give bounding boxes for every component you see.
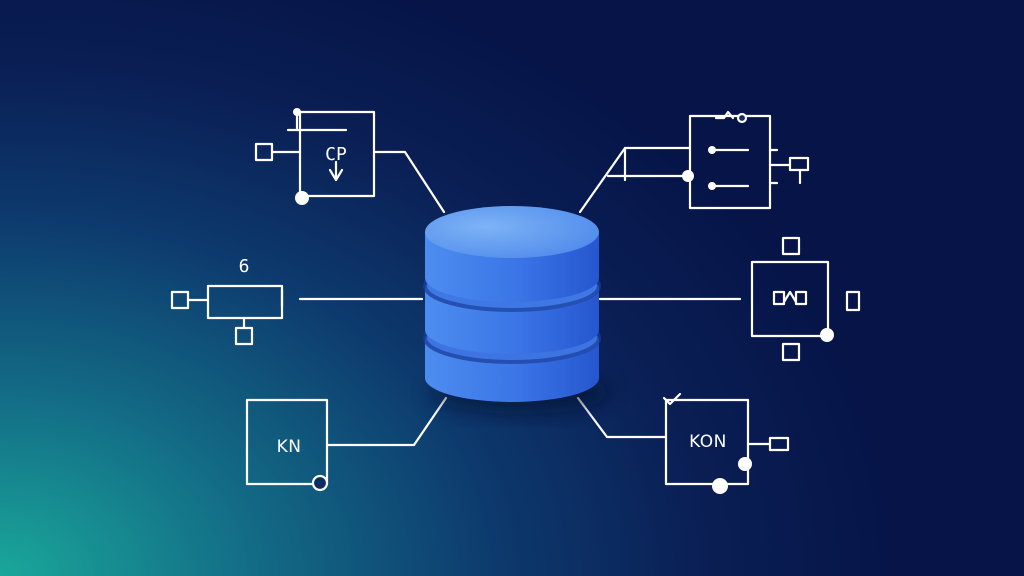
node-bottom-right: KON bbox=[662, 392, 790, 494]
node-mid-left-glyph: 6 bbox=[239, 256, 250, 277]
node-mid-right bbox=[750, 236, 861, 362]
node-top-left: CP bbox=[254, 108, 376, 205]
connector-lines bbox=[298, 146, 742, 447]
node-mid-left: 6 bbox=[170, 256, 284, 346]
node-bottom-left-label: KN bbox=[277, 437, 302, 457]
database-icon bbox=[423, 206, 610, 414]
node-mid-right-switch-icon bbox=[772, 290, 808, 306]
node-bottom-right-label: KON bbox=[689, 432, 727, 452]
node-top-right bbox=[682, 110, 810, 210]
node-bottom-left: KN bbox=[245, 398, 329, 492]
node-top-left-glyph: CP bbox=[325, 144, 347, 165]
